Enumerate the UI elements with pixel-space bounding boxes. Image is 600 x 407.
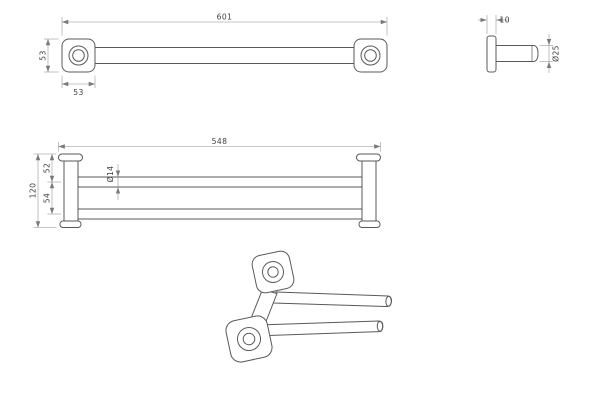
right-mount-plate [353, 38, 388, 73]
dim-overall-height: 120 [29, 183, 38, 199]
rail-profile [495, 45, 539, 62]
dim-bar-diameter: Ø14 [106, 166, 115, 183]
double-rail-front-view: 548 52 54 120 Ø14 [29, 137, 381, 228]
double-rail-outline [58, 153, 381, 228]
iso-upper-bar-cap [385, 295, 392, 307]
dim-plate-width: 53 [73, 88, 83, 97]
iso-near-mount-plate [225, 315, 273, 363]
right-end-cap [356, 153, 381, 162]
left-end-cap [58, 153, 83, 162]
single-rail-dimension-lines [44, 17, 388, 88]
dim-lower-spacing: 54 [43, 193, 52, 203]
left-foot [59, 220, 82, 228]
right-plate-ring-inner [364, 49, 377, 62]
dim-overall-length: 601 [217, 13, 233, 22]
dim-upper-spacing: 52 [43, 163, 52, 173]
side-view: 10 Ø25 [478, 15, 561, 73]
dim-end-height: 53 [39, 50, 48, 60]
dim-double-overall-length: 548 [212, 137, 228, 146]
iso-lower-bar-cap [376, 320, 384, 332]
right-plate-ring-outer [360, 45, 381, 66]
single-rail-outline [61, 38, 388, 73]
single-rail-front-view: 601 53 53 [39, 13, 388, 97]
left-plate-ring-inner [72, 49, 85, 62]
side-view-outline [486, 35, 539, 73]
isometric-view [225, 250, 393, 363]
dim-plate-thickness: 10 [500, 16, 510, 25]
double-rail-dimension-lines [33, 142, 381, 228]
side-view-dimension-lines [478, 15, 553, 73]
right-foot [358, 220, 381, 228]
dim-rail-diameter: Ø25 [552, 45, 561, 62]
iso-far-mount-plate [251, 250, 295, 294]
iso-lower-bar [253, 320, 384, 337]
wall-plate-profile [486, 35, 497, 73]
left-mount-plate [61, 38, 96, 73]
iso-upper-bar [272, 291, 393, 308]
left-plate-ring-outer [68, 45, 89, 66]
